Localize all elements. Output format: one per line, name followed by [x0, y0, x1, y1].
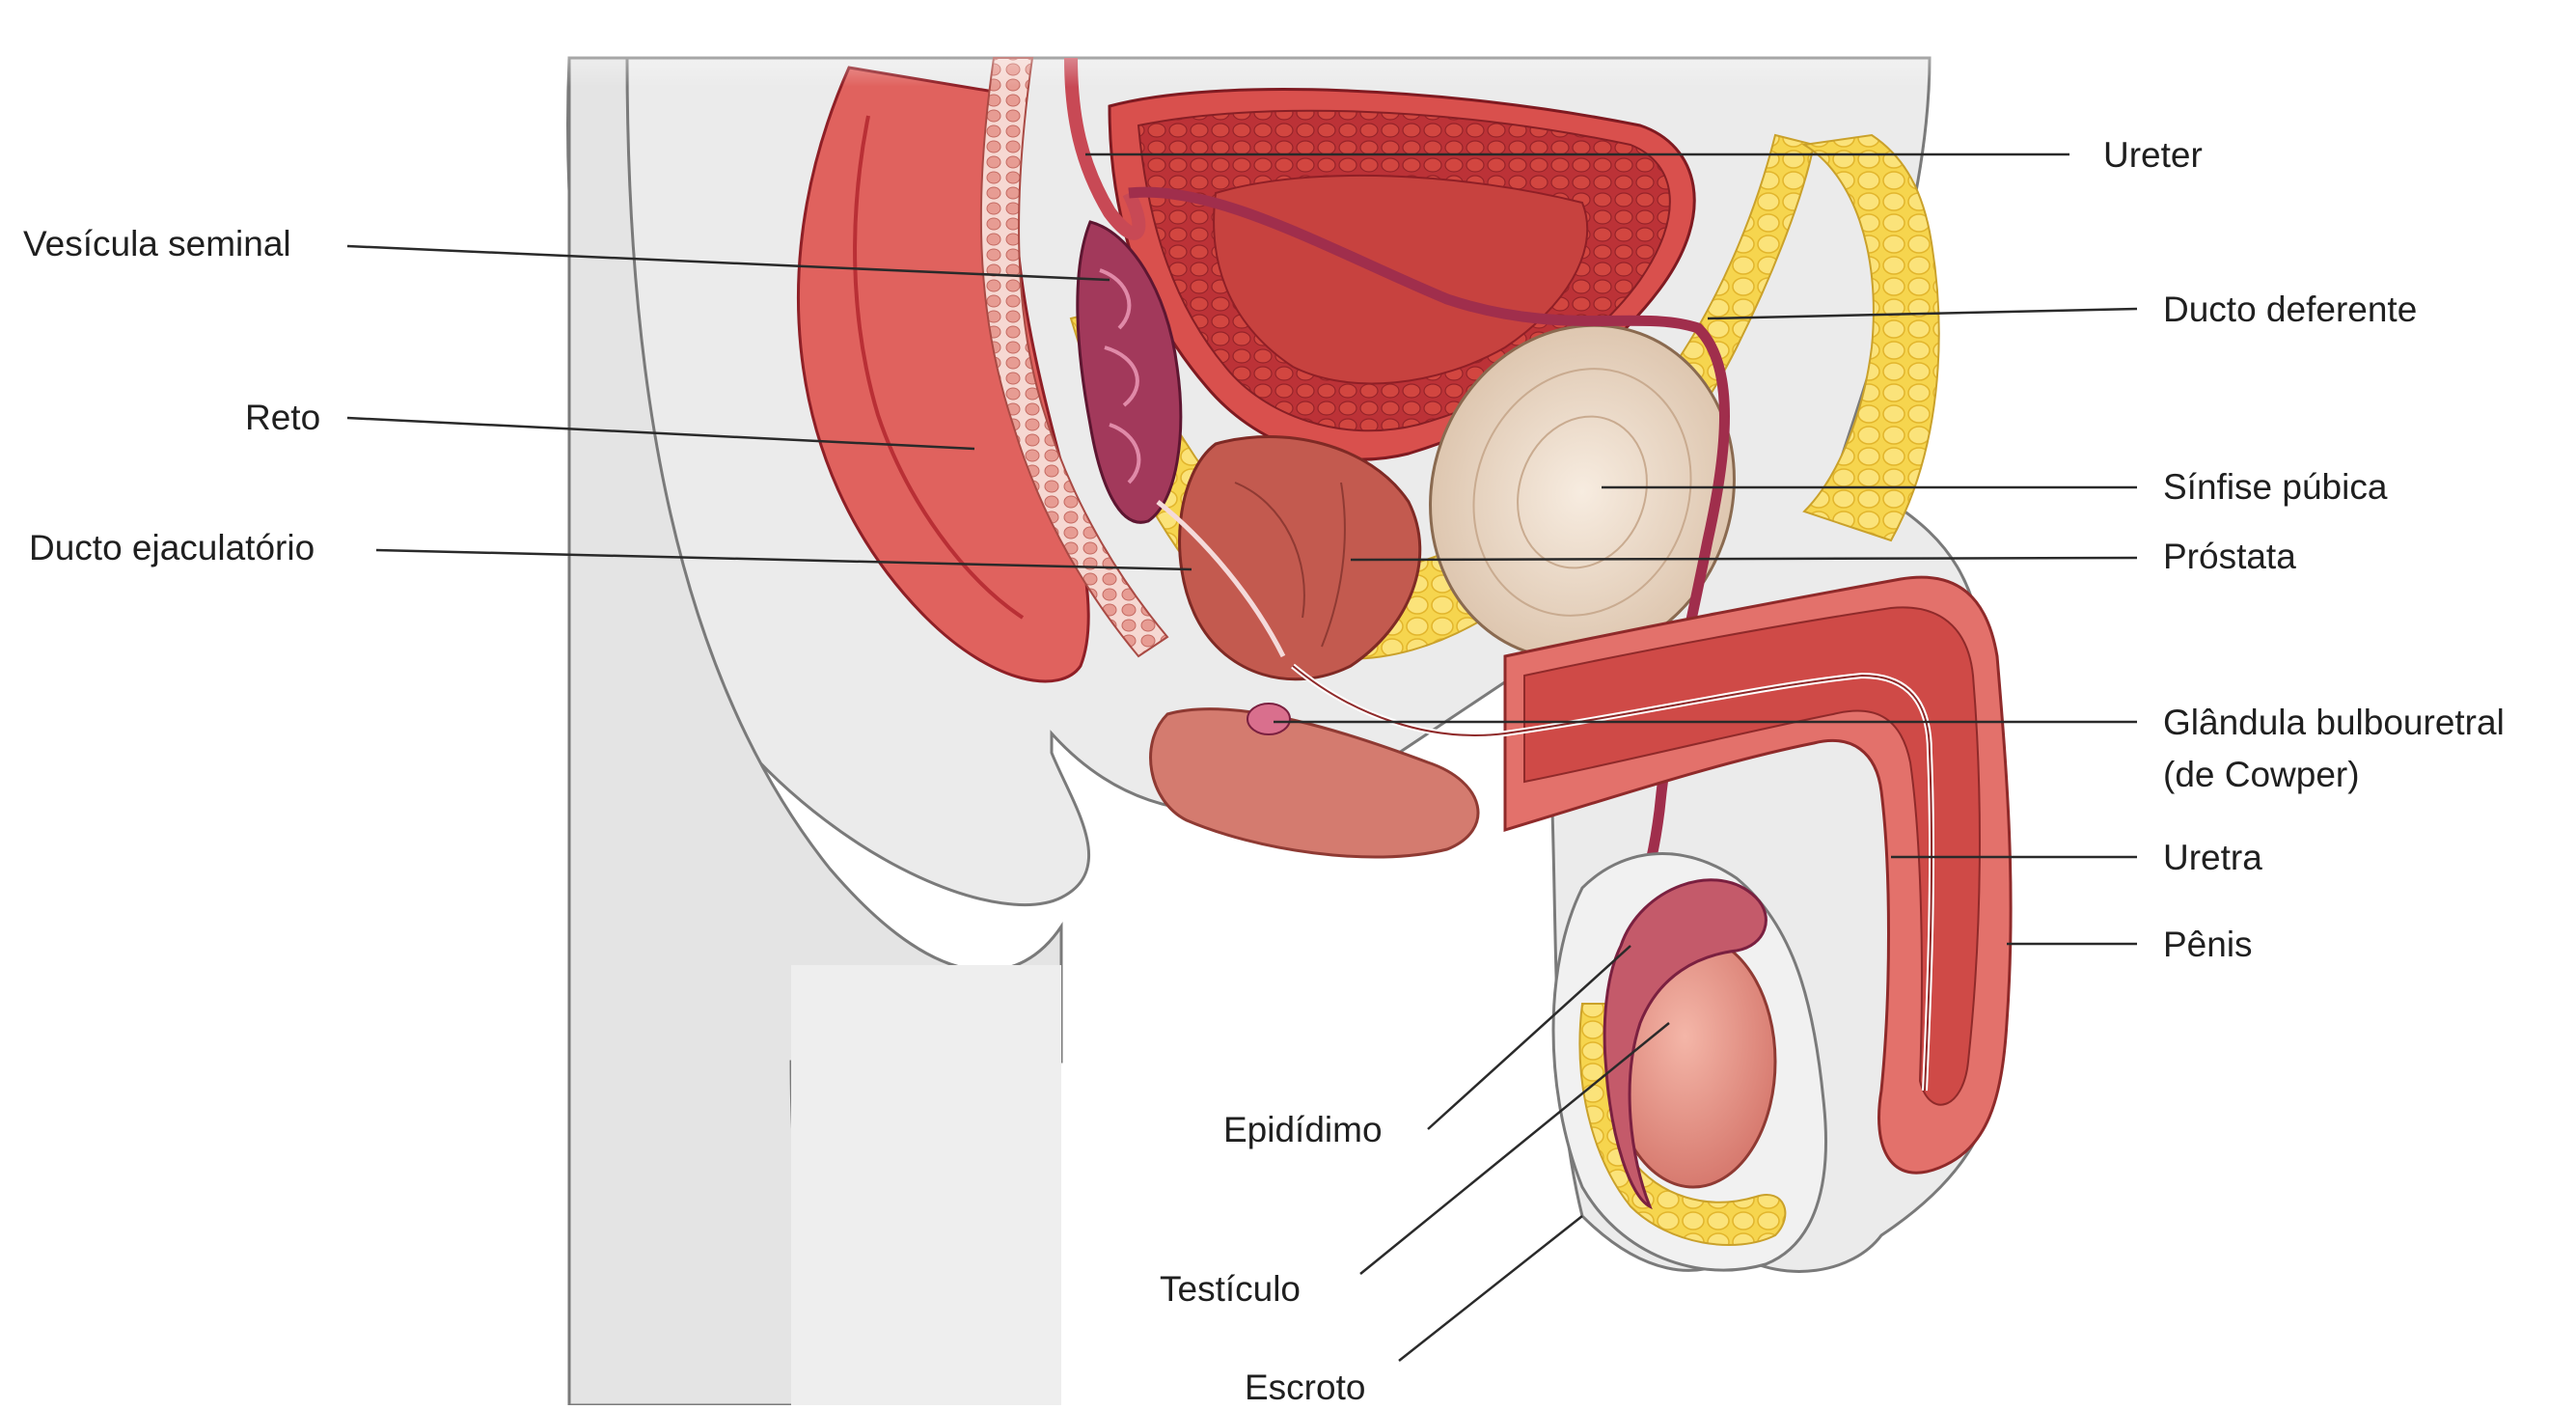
label-testis: Testículo	[1160, 1267, 1301, 1312]
label-seminal-vesicle: Vesícula seminal	[23, 222, 291, 266]
top-fade	[540, 0, 1987, 87]
label-bulbourethral-line1: Glândula bulbouretral	[2163, 701, 2505, 745]
label-bulbourethral-line2: (de Cowper)	[2163, 753, 2360, 797]
label-epididymis: Epidídimo	[1223, 1108, 1383, 1152]
label-ductus-deferens: Ducto deferente	[2163, 288, 2417, 332]
label-pubic-symphysis: Sínfise púbica	[2163, 465, 2387, 510]
label-urethra: Uretra	[2163, 836, 2262, 880]
thigh-lower	[791, 965, 1061, 1405]
label-ejaculatory-duct: Ducto ejaculatório	[29, 526, 315, 570]
bulbourethral-gland	[1247, 704, 1290, 734]
label-ureter: Ureter	[2103, 133, 2203, 178]
label-penis: Pênis	[2163, 923, 2253, 967]
label-prostate: Próstata	[2163, 535, 2296, 579]
leader-scrotum	[1399, 1216, 1582, 1361]
label-rectum: Reto	[245, 396, 320, 440]
label-scrotum: Escroto	[1245, 1366, 1365, 1410]
